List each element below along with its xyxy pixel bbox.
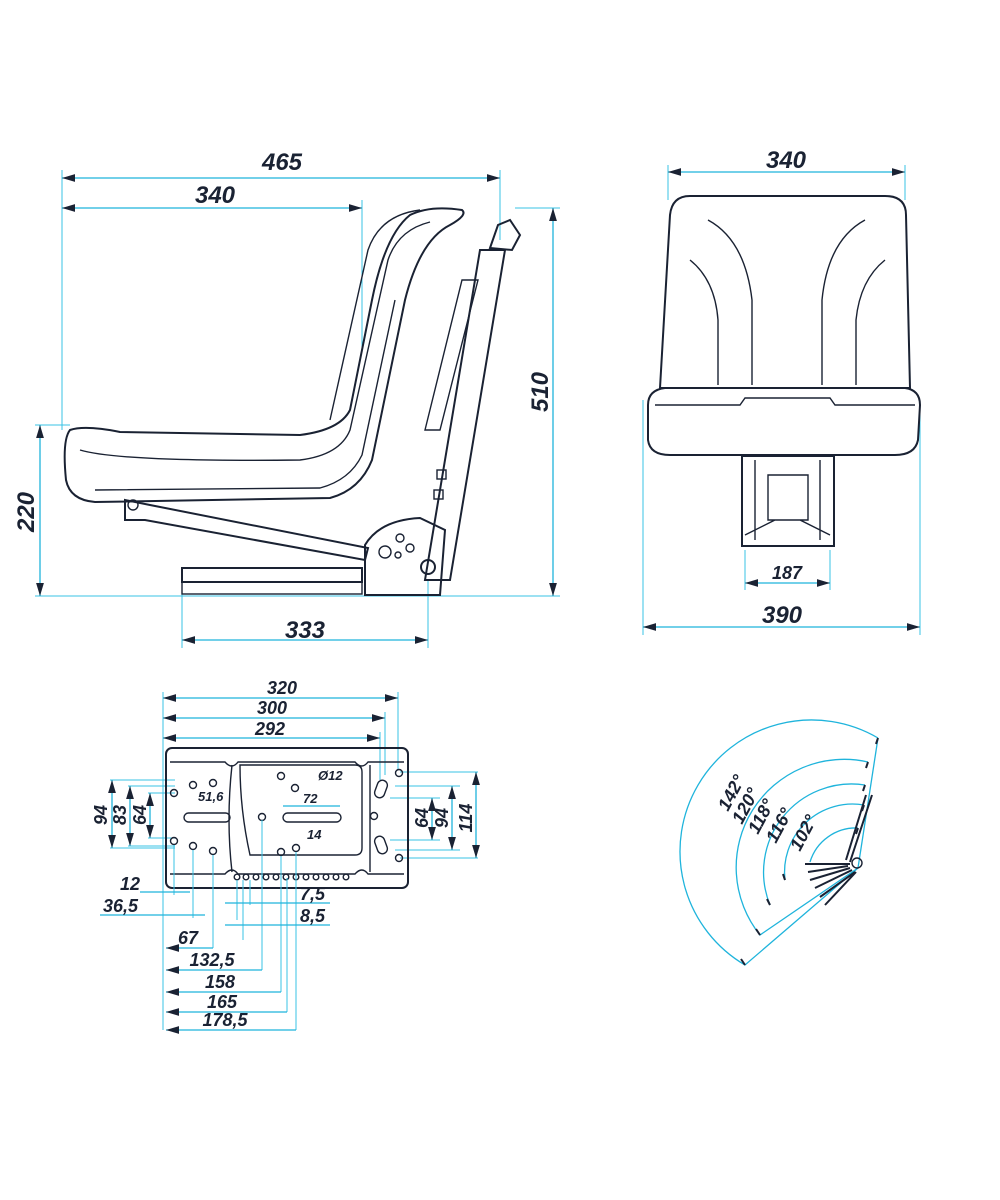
dim-height-total: 510: [527, 371, 554, 412]
dim-base-length: 333: [285, 617, 326, 644]
dim-seat-height: 220: [13, 491, 40, 533]
slot-left: [183, 812, 231, 823]
dim-backrest-width: 340: [195, 182, 236, 209]
dim-offset-132-5: 132,5: [189, 950, 235, 970]
dim-slot-length: 72: [303, 791, 318, 806]
dim-front-back-width: 340: [766, 147, 807, 174]
dim-front-total-width: 390: [762, 602, 803, 629]
hinge-bracket: [364, 516, 447, 596]
dim-left-spacing: 51,6: [198, 789, 224, 804]
dim-slot-width: 14: [307, 827, 322, 842]
dim-offset-165: 165: [207, 992, 238, 1012]
seat-shell: [63, 207, 465, 504]
recline-angle-diagram: 142° 120° 118° 116° 102°: [679, 719, 879, 966]
backrest-positions: [845, 794, 873, 863]
dim-left-94: 94: [91, 805, 111, 825]
suspension-arm: [124, 498, 370, 562]
dim-left-83: 83: [110, 805, 130, 825]
seat-cushion-front: [647, 387, 922, 456]
dim-plate-292: 292: [254, 719, 285, 739]
dim-right-114: 114: [456, 804, 476, 833]
dim-plate-300: 300: [257, 698, 287, 718]
dim-offset-178-5: 178,5: [202, 1010, 248, 1030]
mounting-plate-view: 320 300 292 94 83 64 64 94 114: [91, 678, 480, 1034]
dim-width-total: 465: [261, 149, 303, 176]
dim-left-64: 64: [130, 805, 150, 825]
side-view: 465 340 510 220 333: [13, 149, 560, 648]
slot-center: [282, 812, 342, 823]
dim-pitch-7-5: 7,5: [300, 884, 326, 904]
dim-pitch-8-5: 8,5: [300, 906, 326, 926]
dim-offset-67: 67: [178, 928, 199, 948]
dim-plate-320: 320: [267, 678, 297, 698]
dim-pedestal-width: 187: [772, 563, 803, 583]
front-view: 340 187 390: [642, 147, 922, 635]
dim-offset-36-5: 36,5: [103, 896, 139, 916]
backrest-post: [423, 249, 507, 581]
dim-hole-diameter: Ø12: [318, 768, 343, 783]
slide-rail: [181, 567, 363, 583]
recline-pivot: [851, 857, 863, 869]
adjust-knob: [488, 218, 522, 252]
mounting-holes: [169, 768, 404, 881]
dim-offset-158: 158: [205, 972, 235, 992]
dim-right-94: 94: [432, 808, 452, 828]
pedestal: [741, 455, 835, 547]
backrest-front: [658, 195, 912, 389]
dim-right-64: 64: [412, 808, 432, 828]
dim-offset-12: 12: [120, 874, 140, 894]
